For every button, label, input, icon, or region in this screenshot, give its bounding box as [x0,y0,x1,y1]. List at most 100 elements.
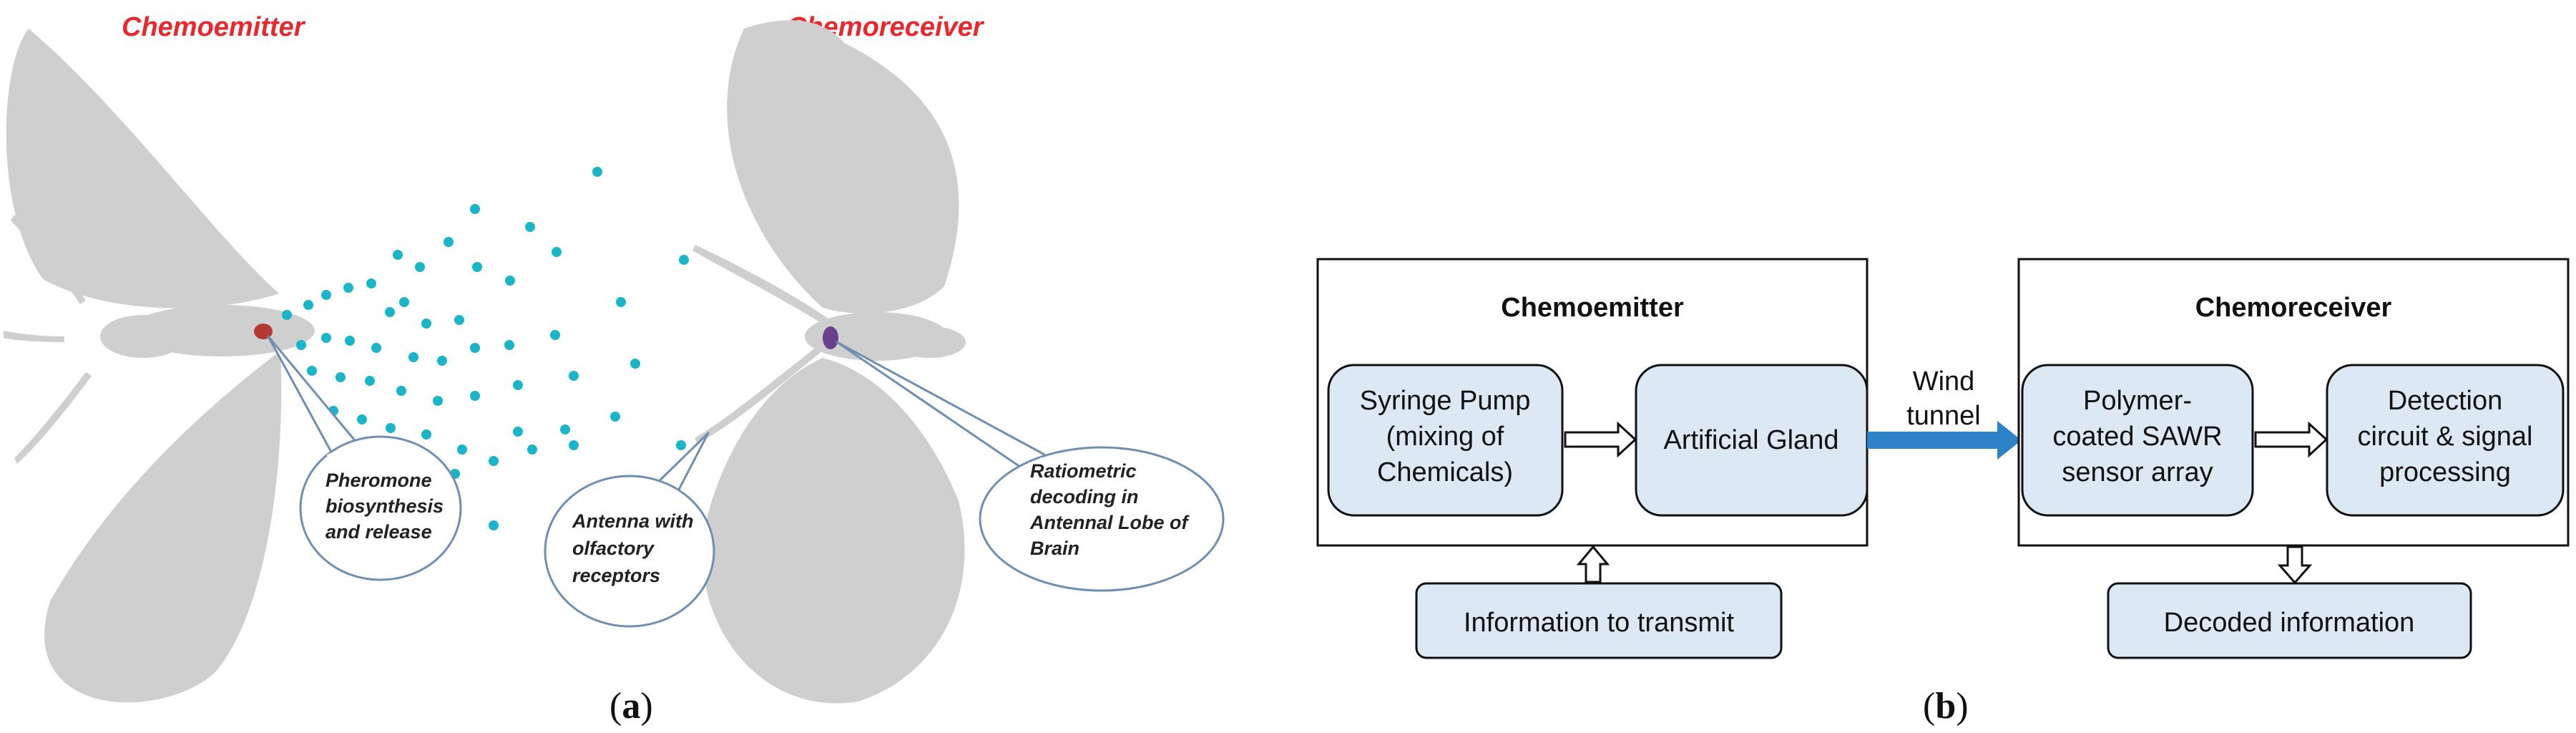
pheromone-dot [415,262,425,272]
information-to-transmit-box [1415,582,1783,659]
pheromone-dot [444,237,454,247]
pheromone-dot [393,250,403,260]
pheromone-callout: Pheromone biosynthesis and release [267,335,462,581]
pheromone-dot [454,315,464,325]
antenna-callout-line-1: Antenna with [572,510,694,532]
pheromone-dot [433,396,443,406]
pheromone-dot [321,290,331,300]
pheromone-dot [408,352,418,362]
sawr-sensor-line-1: Polymer- [2083,386,2192,416]
pheromone-callout-line-3: and release [325,521,432,543]
pheromone-dot [525,222,535,232]
pheromone-dot-cloud [282,167,689,530]
pheromone-dot [592,167,602,177]
pheromone-dot [421,319,431,329]
pheromone-dot [552,247,562,257]
chemoemitter-block-title: Chemoemitter [1501,293,1684,323]
pheromone-dot [569,371,579,381]
sawr-sensor-line-3: sensor array [2062,457,2213,487]
pheromone-dot [371,343,381,353]
pheromone-dot [489,520,499,530]
pheromone-dot [679,255,689,265]
panel-a-label: (a) [609,686,653,727]
receiver-butterfly-icon [692,20,966,704]
sawr-sensor-line-2: coated SAWR [2052,422,2222,452]
emitter-butterfly-icon [4,29,315,703]
pheromone-callout-line-1: Pheromone [325,470,432,491]
pheromone-dot [560,424,570,435]
pheromone-dot [610,412,620,422]
pheromone-dot [366,278,376,288]
pheromone-dot [303,300,313,310]
pheromone-dot [550,330,560,340]
antenna-callout: Antenna with olfactory receptors [544,432,715,628]
pheromone-dot [513,380,523,390]
wind-tunnel-line-2: tunnel [1906,401,1981,431]
pheromone-dot [457,445,467,455]
antenna-callout-line-3: receptors [572,565,660,586]
pheromone-dot [386,423,396,433]
pheromone-dot [385,307,395,317]
pheromone-dot [343,283,353,293]
decoded-output-arrow-icon [2277,545,2313,585]
pheromone-callout-line-2: biosynthesis [325,495,444,517]
panel-b: Chemoemitter Syringe Pump (mixing of Che… [1316,258,2570,727]
pheromone-dot [470,343,480,353]
syringe-pump-line-1: Syringe Pump [1360,386,1531,416]
detection-circuit-line-1: Detection [2388,386,2503,416]
pheromone-dot [527,445,537,455]
pheromone-dot [489,456,499,466]
artificial-gland-label: Artificial Gland [1664,425,1839,455]
ratiometric-callout-line-1: Ratiometric [1030,460,1137,482]
ratiometric-callout-line-2: decoding in [1030,486,1139,508]
ratiometric-callout-line-4: Brain [1030,538,1079,559]
pheromone-dot [470,204,480,214]
pheromone-dot [336,372,346,382]
information-to-transmit-label: Information to transmit [1464,608,1734,638]
sensor-to-detection-arrow-icon [2254,421,2328,458]
syringe-to-gland-arrow-icon [1564,421,1637,458]
pheromone-dot [365,376,375,386]
pheromone-dot [399,297,409,307]
emitter-gland-icon [254,324,273,339]
pheromone-dot [616,297,626,307]
pheromone-dot [321,333,331,343]
pheromone-dot [307,366,317,376]
chemoreceiver-block-title: Chemoreceiver [2195,293,2392,323]
pheromone-dot [396,386,406,396]
ratiometric-callout-line-3: Antennal Lobe of [1029,512,1190,533]
antenna-callout-line-2: olfactory [572,538,655,559]
pheromone-dot [504,340,514,350]
pheromone-dot [437,356,447,366]
detection-circuit-line-2: circuit & signal [2358,422,2533,452]
emitter-butterfly-title: Chemoemitter [122,12,306,42]
syringe-pump-box [1327,364,1564,517]
syringe-pump-line-2: (mixing of [1386,422,1504,452]
pheromone-dot [630,359,640,369]
pheromone-dot [505,276,515,286]
pheromone-dot [676,440,686,450]
panel-b-label: (b) [1923,686,1969,727]
receiver-lobe-icon [823,326,838,349]
detection-circuit-line-3: processing [2379,457,2511,487]
pheromone-dot [357,414,367,424]
pheromone-dot [345,336,355,346]
wind-tunnel-arrow-icon [1867,421,2022,460]
pheromone-dot [513,427,523,437]
ratiometric-callout: Ratiometric decoding in Antennal Lobe of… [836,341,1225,592]
pheromone-dot [470,391,480,401]
panel-b-letter: b [1935,686,1956,727]
syringe-pump-line-3: Chemicals) [1377,457,1513,487]
panel-a-letter: a [622,686,640,727]
pheromone-dot [421,429,431,440]
decoded-information-label: Decoded information [2164,608,2415,638]
pheromone-dot [472,262,482,272]
wind-tunnel-line-1: Wind [1913,366,1975,397]
decoded-information-box [2107,582,2472,659]
pheromone-dot [282,310,292,320]
info-input-arrow-icon [1576,545,1610,583]
panel-a: Chemoemitter Chemoreceiver [4,12,1225,727]
pheromone-dot [569,440,579,450]
sawr-sensor-box [2021,364,2254,517]
